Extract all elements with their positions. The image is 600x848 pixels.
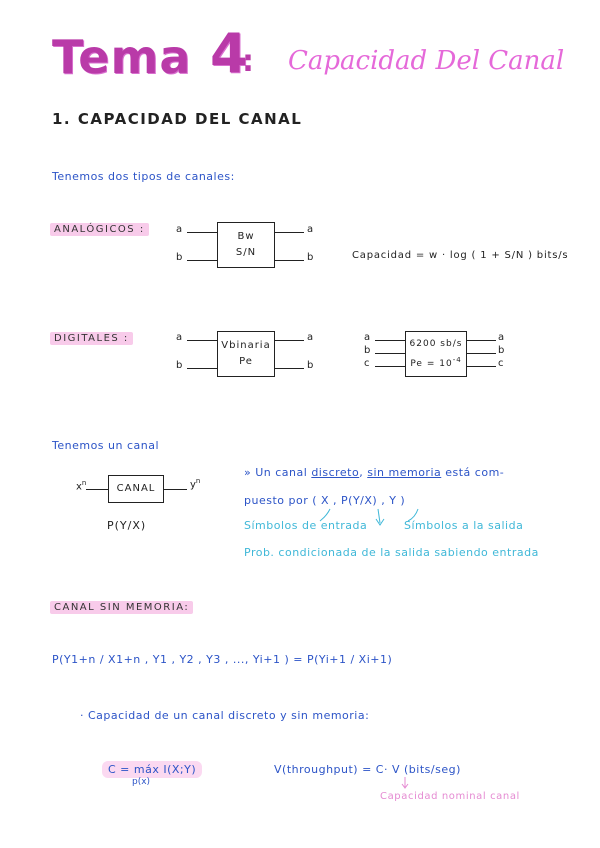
digital2-in-a: a	[364, 332, 371, 343]
digital1-in-a: a	[176, 332, 183, 343]
page-subtitle: Capacidad Del Canal	[288, 46, 565, 76]
capacidad-bullet: · Capacidad de un canal discreto y sin m…	[80, 709, 370, 722]
sin-memoria-label: CANAL SIN MEMORIA:	[50, 601, 194, 614]
digital2-in-b: b	[364, 345, 371, 356]
desc-comma: ,	[359, 466, 364, 479]
title-number: 4	[210, 22, 248, 85]
analog-capacity-formula: Capacidad = w · log ( 1 + S/N ) bits/s	[352, 250, 569, 261]
canal-description-line1: » Un canal discreto, sin memoria está co…	[244, 466, 504, 479]
canal-x-base: x	[76, 481, 82, 493]
digital1-box-pe: Pe	[239, 356, 253, 367]
canal-box: CANAL	[108, 475, 164, 503]
analog-in-a: a	[176, 224, 183, 235]
analog-line-in-b	[187, 260, 217, 261]
digital2-out-b: b	[498, 345, 505, 356]
analogicos-label: ANALÓGICOS :	[50, 223, 149, 236]
analog-channel-box: Bw S/N	[217, 222, 275, 268]
canal-x-label: xn	[76, 479, 86, 492]
canal-y-base: y	[190, 479, 196, 491]
desc-sin-memoria: sin memoria	[367, 466, 442, 479]
note-entrada: Símbolos de entrada	[244, 519, 368, 532]
sin-memoria-formula: P(Y1+n / X1+n , Y1 , Y2 , Y3 , ..., Yi+1…	[52, 653, 393, 666]
canal-line-in	[86, 489, 108, 490]
canal-description-line2: puesto por ( X , P(Y/X) , Y )	[244, 494, 406, 507]
note-prob: Prob. condicionada de la salida sabiendo…	[244, 546, 539, 559]
analog-line-out-b	[274, 260, 304, 261]
nominal-note: Capacidad nominal canal	[380, 791, 520, 802]
arrow-entrada	[319, 508, 331, 522]
canal-annotation-arrows	[319, 508, 419, 526]
canal-x-sup: n	[81, 479, 87, 487]
digital1-line-in-b	[187, 368, 217, 369]
digital2-box-pe: Pe = 10-4	[410, 352, 461, 372]
analog-box-bw: Bw	[237, 231, 255, 242]
canal-intro: Tenemos un canal	[52, 439, 160, 452]
digital2-box-pe-exp: -4	[452, 356, 462, 364]
desc-discreto: discreto	[311, 466, 360, 479]
digital1-out-b: b	[307, 360, 314, 371]
analog-box-sn: S/N	[235, 247, 257, 258]
arrow-salida	[407, 508, 419, 522]
digital2-line-out-b	[466, 353, 496, 354]
digital2-channel-box: 6200 sb/s Pe = 10-4	[405, 331, 467, 377]
analog-line-out-a	[274, 232, 304, 233]
title-colon: :	[242, 44, 254, 79]
canal-line-out	[163, 489, 187, 490]
nominal-arrow	[401, 777, 409, 789]
digital1-channel-box: Vbinaria Pe	[217, 331, 275, 377]
digital1-out-a: a	[307, 332, 314, 343]
intro-text: Tenemos dos tipos de canales:	[52, 170, 235, 183]
digitales-label: DIGITALES :	[50, 332, 133, 345]
throughput-formula: V(throughput) = C· V (bits/seg)	[274, 763, 461, 776]
digital2-line-out-a	[466, 340, 496, 341]
note-salida: Símbolos a la salida	[404, 519, 524, 532]
digital2-in-c: c	[364, 358, 370, 369]
arrow-prob-head	[375, 518, 385, 526]
page-title: Tema	[52, 30, 192, 84]
analog-out-a: a	[307, 224, 314, 235]
analog-line-in-a	[187, 232, 217, 233]
canal-prob: P(Y/X)	[107, 519, 147, 532]
digital2-line-in-b	[375, 353, 405, 354]
capacidad-formula-c: C = máx I(X;Y)	[102, 761, 203, 778]
canal-y-sup: n	[195, 477, 201, 485]
analog-out-b: b	[307, 252, 314, 263]
desc-suffix: está com-	[445, 466, 505, 479]
digital1-line-out-b	[274, 368, 304, 369]
digital1-box-vbinaria: Vbinaria	[221, 340, 271, 351]
digital1-line-in-a	[187, 340, 217, 341]
digital2-line-in-a	[375, 340, 405, 341]
digital2-line-in-c	[375, 366, 405, 367]
digital2-box-pe-base: Pe = 10	[410, 359, 453, 369]
nominal-arrow-head	[401, 783, 409, 789]
digital1-line-out-a	[274, 340, 304, 341]
canal-box-label: CANAL	[116, 483, 156, 494]
digital2-out-c: c	[498, 358, 504, 369]
analog-in-b: b	[176, 252, 183, 263]
capacidad-formula-sub: p(x)	[132, 777, 151, 787]
arrow-prob	[377, 508, 381, 524]
digital2-box-rate: 6200 sb/s	[409, 339, 463, 349]
digital2-line-out-c	[466, 366, 496, 367]
digital1-in-b: b	[176, 360, 183, 371]
desc-prefix: » Un canal	[244, 466, 308, 479]
section-heading: 1. CAPACIDAD DEL CANAL	[52, 110, 303, 128]
canal-y-label: yn	[190, 477, 200, 490]
digital2-out-a: a	[498, 332, 505, 343]
